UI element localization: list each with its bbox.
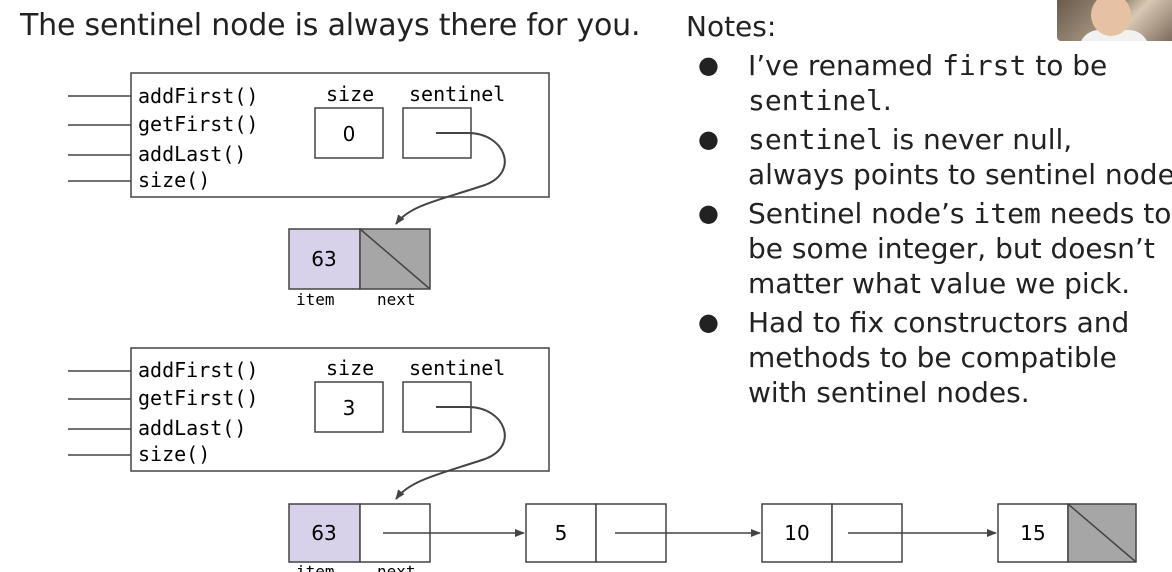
next-label: next [377, 290, 416, 309]
sentinel-field-label: sentinel [409, 82, 505, 106]
bullet-icon: ● [698, 199, 719, 227]
sentinel-pointer-arrow [395, 132, 506, 225]
item-label: item [296, 290, 335, 309]
null-slash [359, 228, 431, 290]
null-slash [1067, 503, 1137, 563]
size-field-label: size [326, 356, 374, 380]
note-item: ● sentinel is never null, always points … [698, 123, 1172, 191]
sentinel-pointer-arrow [395, 406, 506, 500]
size-value: 3 [343, 396, 356, 420]
method-label: size() [138, 442, 210, 466]
note-item: ● Had to fix constructors and methods to… [698, 306, 1130, 409]
diagram-2: addFirst() getFirst() addLast() size() s… [68, 347, 1137, 572]
slide-title: The sentinel node is always there for yo… [20, 8, 641, 43]
next-label: next [377, 562, 416, 572]
node-item-box [761, 503, 833, 563]
node-item-value: 63 [311, 521, 336, 545]
method-label: size() [138, 168, 210, 192]
notes-list: ● I’ve renamed first to be sentinel. ● s… [698, 48, 1172, 414]
node-item-value: 5 [555, 521, 568, 545]
size-field-box [314, 381, 384, 433]
method-label: addLast() [138, 416, 246, 440]
diagram-1: addFirst() getFirst() addLast() size() s… [68, 72, 550, 309]
method-label: addFirst() [138, 358, 258, 382]
method-label: getFirst() [138, 386, 258, 410]
notes-heading: Notes: [686, 10, 777, 43]
item-label: item [296, 562, 335, 572]
method-label: getFirst() [138, 112, 258, 136]
bullet-icon: ● [698, 125, 719, 153]
size-value: 0 [343, 122, 356, 146]
note-item: ● I’ve renamed first to be sentinel. [698, 49, 1108, 117]
size-field-box [314, 107, 384, 159]
node-item-value: 10 [784, 521, 809, 545]
method-label: addFirst() [138, 84, 258, 108]
node-item-value: 15 [1020, 521, 1045, 545]
sentinel-item-box [288, 228, 361, 290]
method-label: addLast() [138, 142, 246, 166]
node-item-value: 63 [311, 247, 336, 271]
presenter-video-thumbnail [1057, 0, 1172, 41]
bullet-icon: ● [698, 308, 719, 336]
size-field-label: size [326, 82, 374, 106]
note-item: ● Sentinel node’s item needs to be some … [698, 197, 1172, 300]
sentinel-field-label: sentinel [409, 356, 505, 380]
bullet-icon: ● [698, 51, 719, 79]
